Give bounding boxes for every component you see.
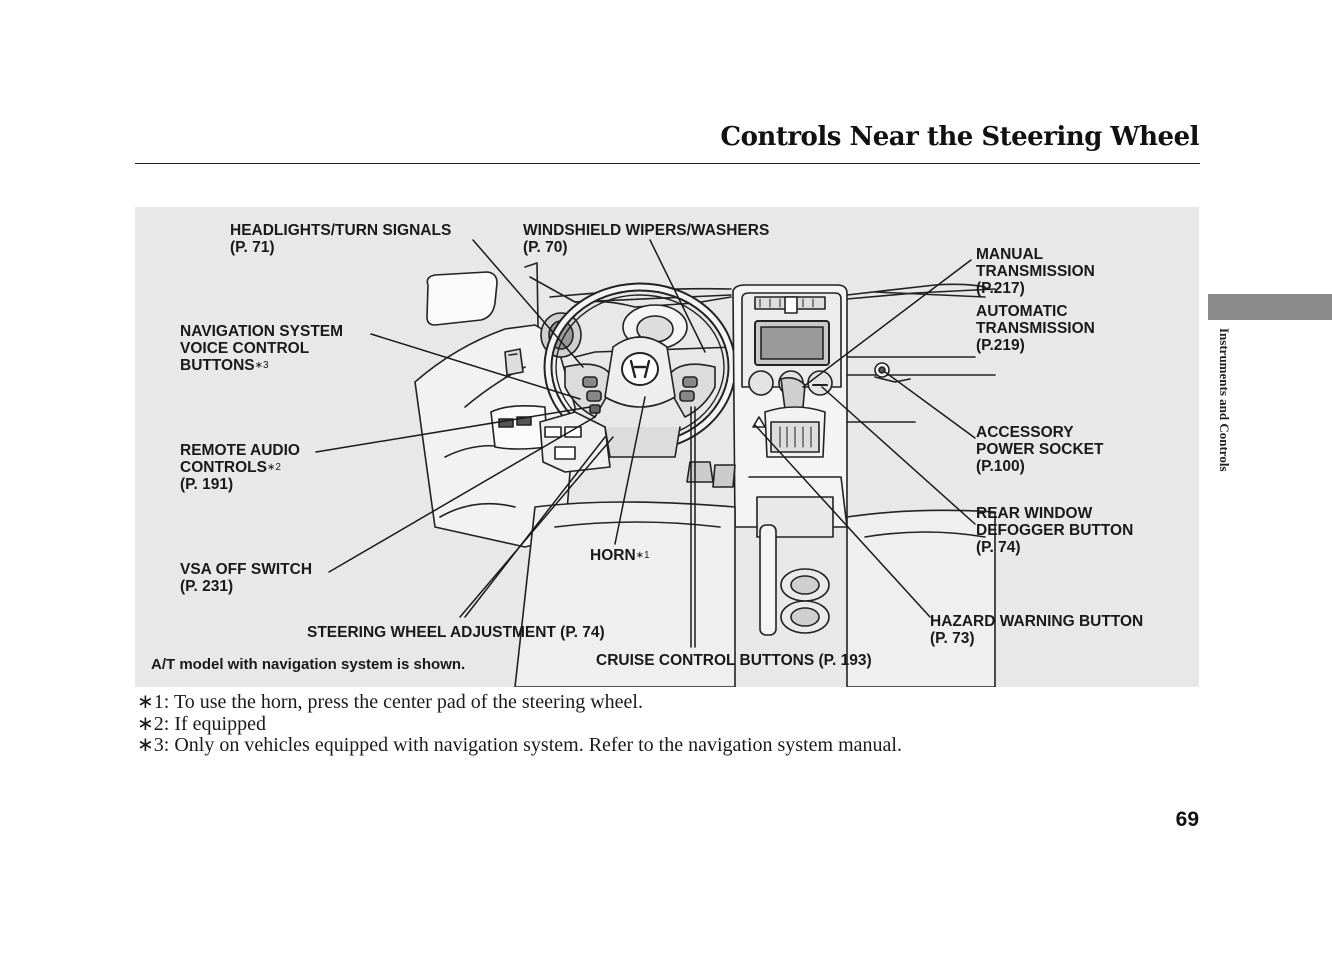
footnote-marker: ∗1: [635, 550, 650, 561]
callout-label: AUTOMATIC: [976, 303, 1068, 320]
callout-page-ref: (P. 73): [930, 630, 975, 647]
footnote-1: ∗1: To use the horn, press the center pa…: [137, 691, 643, 713]
callout-automatic-transmission: AUTOMATIC TRANSMISSION (P.219): [976, 303, 1095, 354]
section-label: Instruments and Controls: [1217, 328, 1232, 472]
callout-label: CRUISE CONTROL BUTTONS (P. 193): [596, 652, 872, 669]
callout-label: ACCESSORY: [976, 424, 1074, 441]
callout-steering-wheel-adjustment: STEERING WHEEL ADJUSTMENT (P. 74): [307, 624, 605, 641]
callout-label: REMOTE AUDIO: [180, 442, 300, 459]
callout-label: WINDSHIELD WIPERS/WASHERS: [523, 222, 770, 239]
callout-vsa-off-switch: VSA OFF SWITCH (P. 231): [180, 561, 312, 595]
callout-hazard-warning-button: HAZARD WARNING BUTTON (P. 73): [930, 613, 1143, 647]
callout-accessory-power-socket: ACCESSORY POWER SOCKET (P.100): [976, 424, 1103, 475]
figure-caption: A/T model with navigation system is show…: [151, 656, 466, 673]
callout-cruise-control-buttons: CRUISE CONTROL BUTTONS (P. 193): [596, 652, 872, 669]
callout-remote-audio-controls: REMOTE AUDIO CONTROLS∗2 (P. 191): [180, 442, 300, 493]
section-tab: [1208, 294, 1332, 320]
callout-label: HAZARD WARNING BUTTON: [930, 613, 1144, 630]
callout-label: DEFOGGER BUTTON: [976, 522, 1134, 539]
callout-label: HORN: [590, 547, 636, 564]
callout-label: REAR WINDOW: [976, 505, 1093, 522]
callout-label: CONTROLS: [180, 459, 267, 476]
page-title: Controls Near the Steering Wheel: [720, 122, 1199, 152]
footnotes: ∗1: To use the horn, press the center pa…: [137, 691, 902, 757]
callout-label: TRANSMISSION: [976, 320, 1095, 337]
callout-horn: HORN∗1: [590, 547, 650, 564]
callout-windshield-wipers-washers: WINDSHIELD WIPERS/WASHERS (P. 70): [523, 222, 769, 256]
footnote-marker: ∗2: [266, 462, 281, 473]
callout-page-ref: (P. 191): [180, 476, 234, 493]
callout-label: HEADLIGHTS/TURN SIGNALS: [230, 222, 452, 239]
callout-page-ref: (P. 71): [230, 239, 275, 256]
callout-page-ref: (P. 231): [180, 578, 234, 595]
footnote-2: ∗2: If equipped: [137, 712, 266, 735]
callout-label: TRANSMISSION: [976, 263, 1095, 280]
title-rule: [135, 163, 1200, 164]
callout-label: POWER SOCKET: [976, 441, 1104, 458]
dashboard-drawing: [315, 239, 996, 687]
callout-label: VOICE CONTROL: [180, 340, 310, 357]
callout-rear-window-defogger: REAR WINDOW DEFOGGER BUTTON (P. 74): [976, 505, 1133, 556]
callout-label: VSA OFF SWITCH: [180, 561, 313, 578]
footnote-marker: ∗3: [254, 360, 269, 371]
callout-label: NAVIGATION SYSTEM: [180, 323, 344, 340]
dashboard-illustration: HEADLIGHTS/TURN SIGNALS (P. 71) WINDSHIE…: [135, 207, 1199, 687]
callout-manual-transmission: MANUAL TRANSMISSION (P.217): [976, 246, 1095, 297]
page-number: 69: [1175, 808, 1199, 831]
callout-label: STEERING WHEEL ADJUSTMENT (P. 74): [307, 624, 605, 641]
callout-page-ref: (P. 70): [523, 239, 568, 256]
callout-label: MANUAL: [976, 246, 1044, 263]
callout-navigation-voice-control: NAVIGATION SYSTEM VOICE CONTROL BUTTONS∗…: [180, 323, 343, 374]
callout-page-ref: (P.219): [976, 337, 1025, 354]
callout-label: BUTTONS: [180, 357, 255, 374]
callout-page-ref: (P.217): [976, 280, 1025, 297]
callout-page-ref: (P.100): [976, 458, 1025, 475]
callout-headlights-turn-signals: HEADLIGHTS/TURN SIGNALS (P. 71): [230, 222, 451, 256]
callout-page-ref: (P. 74): [976, 539, 1021, 556]
footnote-3: ∗3: Only on vehicles equipped with navig…: [137, 734, 902, 756]
